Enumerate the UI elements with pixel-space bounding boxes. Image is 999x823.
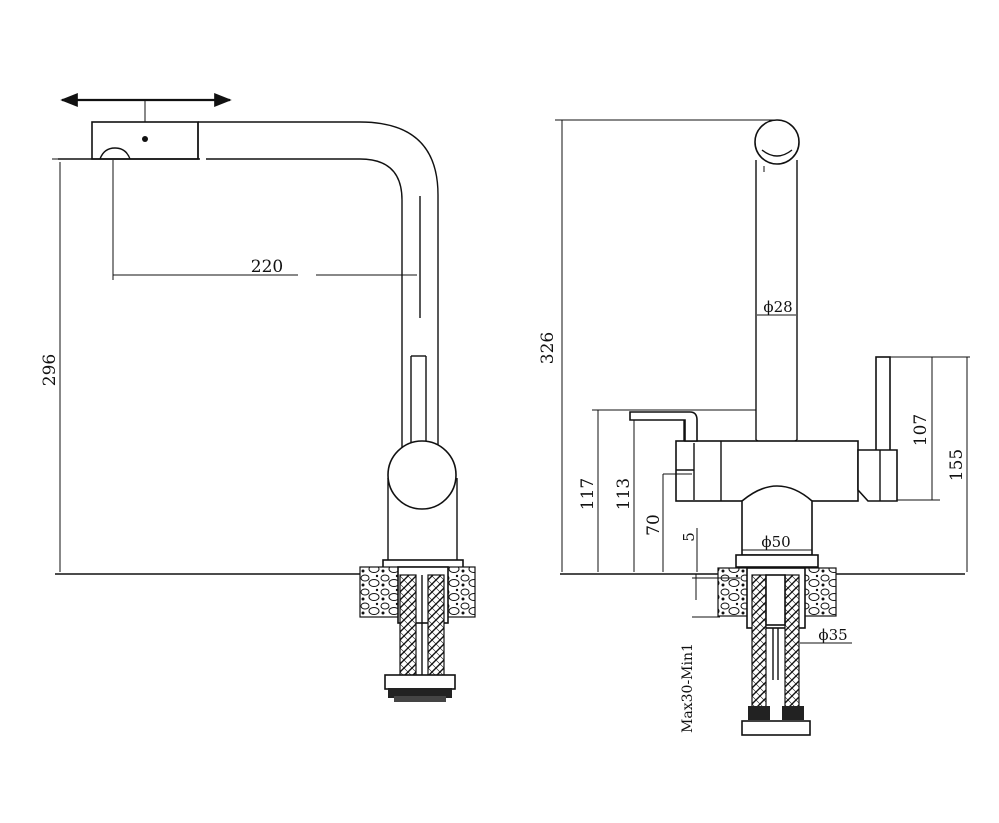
spout-arm <box>198 121 439 460</box>
dim-phi28: ϕ28 <box>763 298 792 316</box>
side-lever-hub <box>387 440 457 510</box>
spray-head-button <box>142 136 148 142</box>
dim-220: 220 <box>251 257 283 277</box>
dim-113: 113 <box>614 478 634 510</box>
dim-326: 326 <box>538 332 558 364</box>
dim-counter-thickness: Max30-Min1 <box>680 643 696 733</box>
dim-70: 70 <box>644 514 664 536</box>
front-spout-head <box>754 119 800 165</box>
dim-5: 5 <box>680 532 698 542</box>
front-right-lever <box>875 356 891 456</box>
front-view: 326 117 113 70 5 ϕ50 ϕ28 107 155 ϕ35 <box>538 119 970 736</box>
front-base <box>741 485 813 556</box>
dim-phi35: ϕ35 <box>818 626 847 644</box>
side-view: 296 220 <box>40 92 476 702</box>
front-hose-right <box>784 574 800 708</box>
front-left-lever <box>629 411 698 442</box>
front-hose-left <box>751 574 767 708</box>
dim-117: 117 <box>578 478 598 510</box>
side-hose-right <box>427 574 445 686</box>
dim-phi50: ϕ50 <box>761 533 790 551</box>
side-hose-left <box>399 574 417 686</box>
dim-107: 107 <box>911 414 931 446</box>
dim-296: 296 <box>40 354 60 386</box>
dim-155: 155 <box>947 449 967 481</box>
